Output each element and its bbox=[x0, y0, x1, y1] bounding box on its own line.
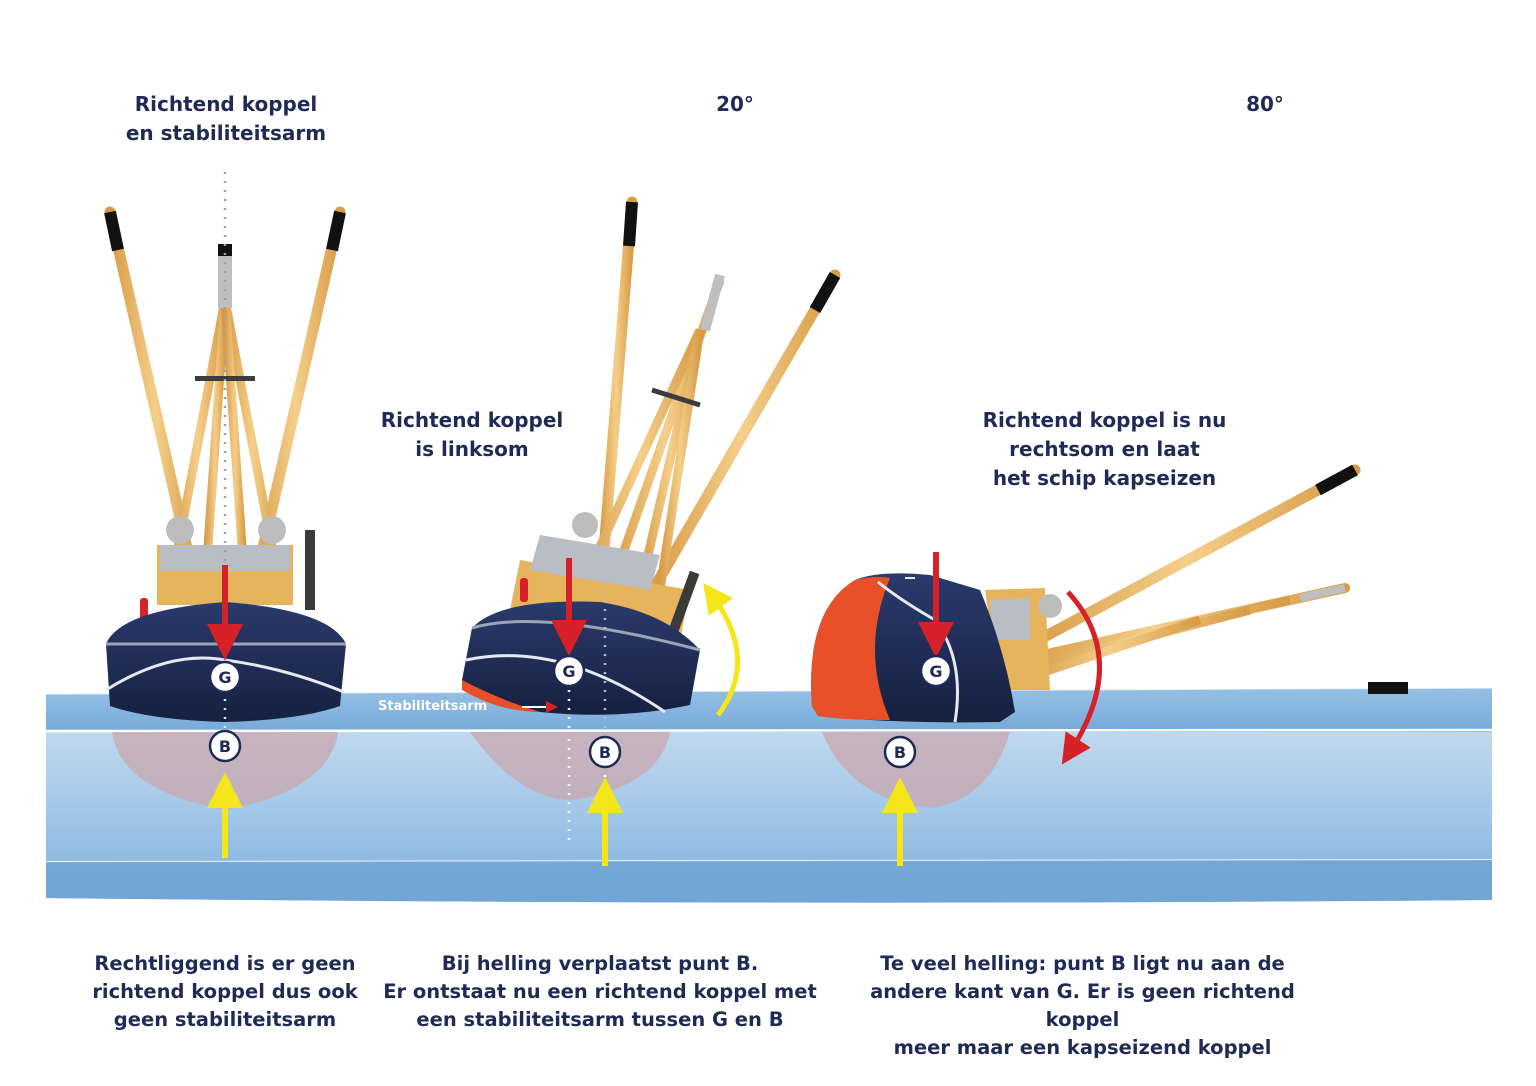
label-angle-20: 20° bbox=[716, 92, 754, 116]
label-capsize-note: Richtend koppel is nu rechtsom en laat h… bbox=[982, 408, 1227, 490]
point-markers bbox=[208, 654, 953, 769]
point-b-80: B bbox=[894, 743, 906, 762]
point-b-upright: B bbox=[219, 737, 231, 756]
boat-upright bbox=[104, 172, 346, 858]
boat-heeled-80 bbox=[811, 464, 1414, 866]
rotation-arrow-right bbox=[1061, 590, 1102, 765]
label-stability-arm: Stabiliteitsarm bbox=[378, 699, 488, 714]
point-g-20: G bbox=[562, 662, 575, 681]
rigging bbox=[1014, 464, 1414, 694]
rotation-arrow-left bbox=[703, 582, 740, 717]
boat-heeled-20 bbox=[462, 196, 841, 866]
label-angle-80: 80° bbox=[1246, 92, 1284, 116]
caption-heeled-80: Te veel helling: punt B ligt nu aan de a… bbox=[870, 952, 1295, 1059]
hull-underwater bbox=[112, 732, 338, 810]
caption-upright: Rechtliggend is er geen richtend koppel … bbox=[92, 952, 358, 1031]
label-counterclockwise: Richtend koppel is linksom bbox=[380, 408, 564, 461]
point-b-20: B bbox=[599, 743, 611, 762]
water-slab bbox=[45, 687, 1493, 903]
point-g-upright: G bbox=[218, 668, 231, 687]
rigging bbox=[575, 196, 841, 606]
caption-heeled-20: Bij helling verplaatst punt B. Er ontsta… bbox=[383, 952, 817, 1031]
label-upright-heading: Richtend koppel en stabiliteitsarm bbox=[125, 92, 327, 145]
point-g-80: G bbox=[929, 662, 942, 681]
hull-underwater bbox=[822, 732, 1010, 808]
